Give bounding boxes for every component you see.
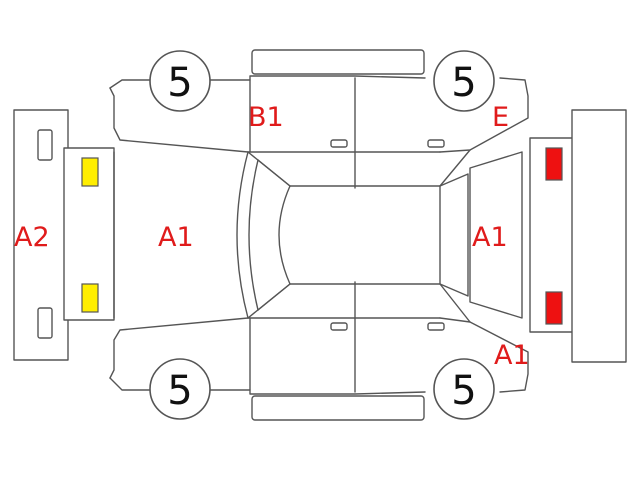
rear-lamp-right (545, 291, 563, 325)
damage-code-trunk: A1 (472, 222, 508, 253)
wheel-front-left: 5 (149, 50, 211, 112)
front-lamp-right (81, 283, 99, 313)
wheel-rear-right: 5 (433, 358, 495, 420)
side-skirts (251, 49, 425, 421)
rear-lamps (529, 137, 577, 333)
rear-lamp-left (545, 147, 563, 181)
wheel-rating-front-right: 5 (451, 60, 476, 106)
damage-code-front-bumper: A2 (14, 222, 50, 253)
damage-code-hood: A1 (158, 222, 194, 253)
damage-code-rear-quarter-top: E (492, 102, 509, 133)
wheel-front-right: 5 (433, 50, 495, 112)
damage-code-rear-quarter-bottom: A1 (494, 340, 530, 371)
front-bumper (13, 109, 69, 361)
front-lamps (63, 147, 115, 321)
car-body-outline (109, 75, 529, 395)
wheel-rating-rear-left: 5 (167, 368, 192, 414)
wheel-rating-rear-right: 5 (451, 368, 476, 414)
wheel-rear-left: 5 (149, 358, 211, 420)
damage-code-door-top: B1 (248, 102, 284, 133)
rear-window (439, 151, 523, 319)
rear-bumper (571, 109, 627, 363)
wheel-rating-front-left: 5 (167, 60, 192, 106)
front-lamp-left (81, 157, 99, 187)
cabin (236, 149, 471, 323)
